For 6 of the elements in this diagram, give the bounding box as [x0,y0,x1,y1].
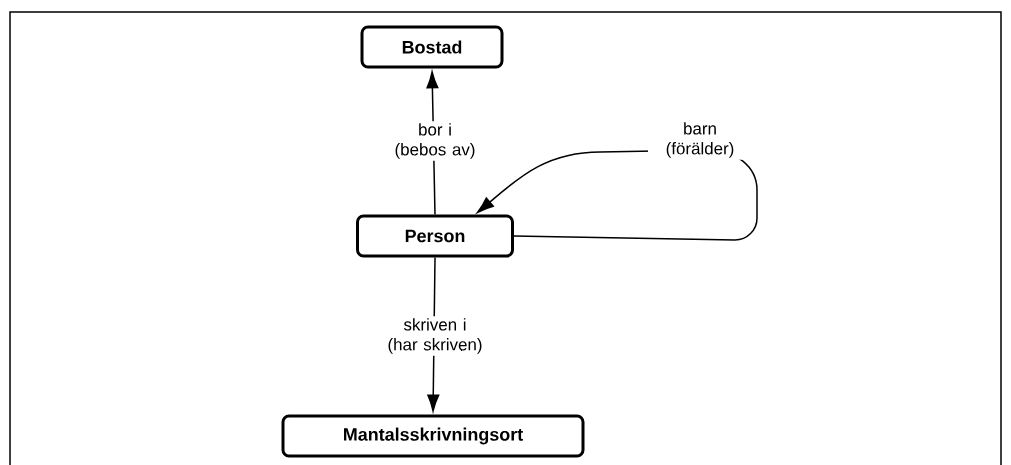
edge-label: barn (förälder) [648,120,752,160]
entity-box: Mantalsskrivningsort [281,414,585,458]
entity-box: Bostad [360,25,504,69]
edge-label: skriven i (har skriven) [383,316,487,356]
edge-label: bor i (bebos av) [383,121,487,161]
entity-box: Person [356,214,514,258]
